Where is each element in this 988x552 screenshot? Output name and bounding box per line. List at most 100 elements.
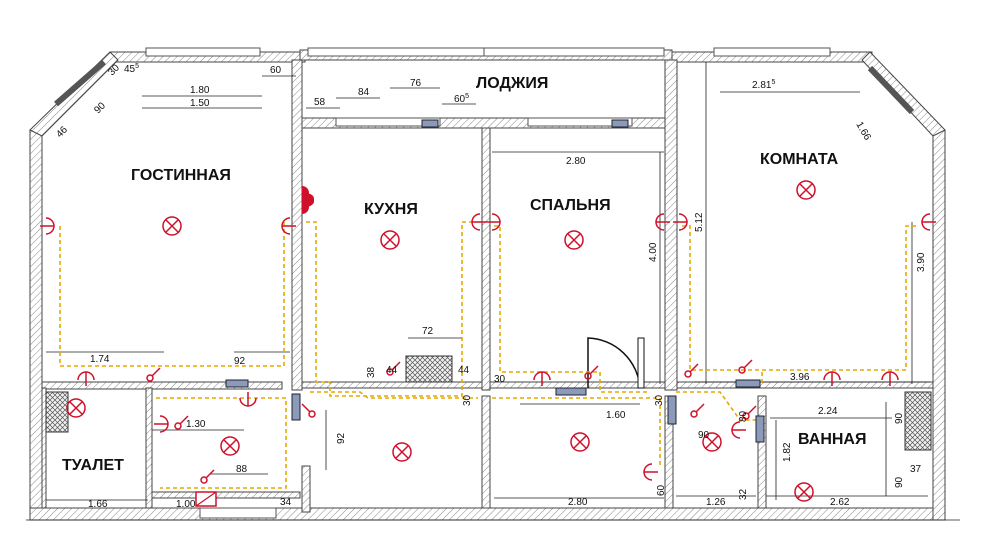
switch-icon [200, 469, 215, 484]
dim-label: 92 [336, 432, 347, 444]
dim-label: 3.96 [790, 372, 810, 383]
room-label-bathroom: ВАННАЯ [798, 431, 866, 448]
radiators [195, 119, 765, 507]
dimension-lines [26, 62, 960, 521]
wall-socket-icon [643, 463, 658, 481]
wall-socket-icon [239, 392, 257, 407]
dim-label: 1.80 [190, 85, 210, 96]
wall-socket-icon [533, 371, 551, 386]
dim-label: 58 [314, 97, 326, 108]
wall-socket-icon [823, 371, 841, 386]
room-labels: ГОСТИННАЯ КУХНЯ СПАЛЬНЯ КОМНАТА ЛОДЖИЯ Т… [62, 75, 866, 474]
switch-icon [684, 363, 699, 378]
dim-label: 44 [386, 365, 398, 376]
doors [587, 337, 645, 389]
dim-label: 76 [410, 78, 422, 89]
ceiling-light-icon [380, 230, 400, 250]
wall-socket-icon [731, 421, 746, 439]
dim-label: 5.12 [694, 212, 705, 232]
dim-label: 3.90 [916, 252, 927, 272]
radiator-icon [555, 387, 587, 396]
radiator-icon [667, 395, 677, 425]
room-label-living: ГОСТИННАЯ [131, 167, 231, 184]
room-label-toilet: ТУАЛЕТ [62, 457, 124, 474]
dim-label: 2.62 [830, 497, 850, 508]
ceiling-lights [66, 180, 816, 502]
dimension-labels: 30 455 60 1.80 1.50 90 46 58 84 76 605 2… [54, 62, 927, 510]
dim-label: 92 [234, 356, 246, 367]
wall-socket-icon [471, 213, 486, 231]
wall-socket-icon [77, 371, 95, 386]
ceiling-light-icon [702, 432, 722, 452]
wall-socket-icon [154, 415, 169, 433]
windows [54, 47, 915, 519]
dim-label: 1.66 [853, 120, 872, 143]
dim-label: 1.26 [706, 497, 726, 508]
dim-label: 4.00 [648, 242, 659, 262]
inner-walls [41, 59, 934, 513]
stove-outlet-icon [302, 186, 315, 214]
dim-label: 90 [92, 100, 108, 116]
wall-socket-icon [881, 371, 899, 386]
wall-socket-icon [921, 213, 936, 231]
wall-socket-icon [40, 217, 55, 235]
dim-label: 60 [270, 65, 282, 76]
switch-icon [386, 361, 401, 376]
switch-icon [738, 359, 753, 374]
electrical-wiring [59, 221, 916, 489]
radiator-icon [755, 415, 765, 443]
dim-label: 30 [494, 374, 506, 385]
dim-label: 38 [366, 366, 377, 378]
switch-icon [146, 367, 161, 382]
wall-socket-icon [281, 217, 296, 235]
dim-label: 90 [698, 430, 710, 441]
radiator-icon [225, 379, 249, 388]
dim-label: 2.24 [818, 406, 838, 417]
room-label-kitchen: КУХНЯ [364, 201, 418, 218]
ceiling-light-icon [794, 482, 814, 502]
dim-label: 1.50 [190, 98, 210, 109]
room-label-room: КОМНАТА [760, 151, 839, 168]
radiator-icon [735, 379, 761, 388]
ceiling-light-icon [564, 230, 584, 250]
radiator-icon [291, 393, 301, 421]
switch-icon [301, 403, 316, 418]
dim-label: 1.00 [176, 499, 196, 510]
dim-label: 46 [54, 124, 70, 140]
ceiling-light-icon [392, 442, 412, 462]
dim-label: 30 [654, 394, 665, 406]
ceiling-light-icon [66, 398, 86, 418]
dim-label: 1.30 [186, 419, 206, 430]
dim-label: 2.80 [566, 156, 586, 167]
dim-label: 605 [454, 93, 469, 105]
dim-label: 80 [738, 410, 749, 422]
dim-label: 30 [462, 394, 473, 406]
dim-label: 72 [422, 326, 434, 337]
dim-label: 1.60 [606, 410, 626, 421]
switch-icon [584, 365, 599, 380]
switch-icon [742, 405, 757, 420]
dim-label: 34 [280, 497, 292, 508]
dim-label: 455 [124, 63, 139, 75]
switches [146, 359, 757, 484]
dim-label: 44 [458, 365, 470, 376]
ceiling-light-icon [220, 436, 240, 456]
switch-icon [174, 415, 189, 430]
room-label-bedroom: СПАЛЬНЯ [530, 197, 611, 214]
radiator-icon [611, 119, 629, 128]
dim-label: 90 [894, 412, 905, 424]
ceiling-light-icon [796, 180, 816, 200]
ceiling-light-icon [162, 216, 182, 236]
ceiling-light-icon [570, 432, 590, 452]
dim-label: 1.74 [90, 354, 110, 365]
dim-label: 32 [738, 488, 749, 500]
dim-label: 2.815 [752, 79, 775, 91]
dim-label: 37 [910, 464, 922, 475]
dim-label: 88 [236, 464, 248, 475]
dim-label: 84 [358, 87, 370, 98]
switch-icon [690, 403, 705, 418]
dim-label: 90 [894, 476, 905, 488]
wall-socket-icon [655, 213, 670, 231]
dim-label: 1.66 [88, 499, 108, 510]
